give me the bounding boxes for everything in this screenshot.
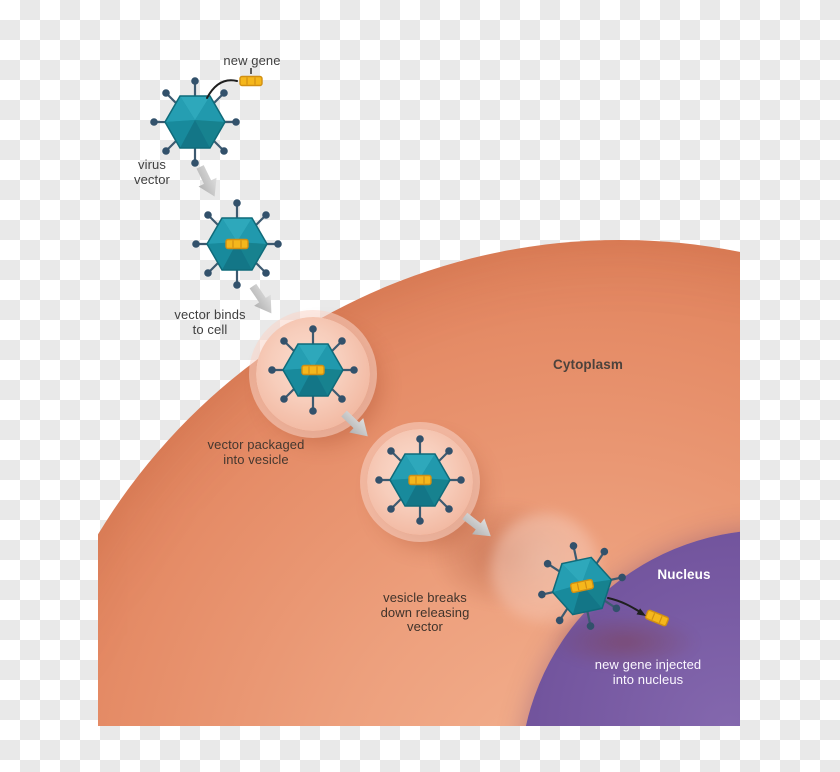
artboard: new gene virus vector vector binds to ce… (98, 8, 740, 726)
label-line: new gene injected (594, 657, 702, 672)
label-virus-vector: virus vector (102, 157, 202, 187)
gene-injection-arrow-icon (607, 597, 646, 616)
label-line: Cytoplasm (553, 357, 623, 372)
label-nucleus: Nucleus (634, 567, 734, 583)
label-line: Nucleus (657, 567, 711, 582)
label-cytoplasm: Cytoplasm (528, 357, 648, 373)
label-line: new gene (223, 53, 281, 68)
label-line: virus (138, 157, 166, 172)
label-gene-injected: new gene injected into nucleus (573, 657, 723, 687)
virus-vector-icon-binding (267, 324, 359, 416)
label-line: vector binds (174, 307, 246, 322)
label-line: into vesicle (223, 451, 289, 467)
virus-vector-icon-with-gene (191, 198, 283, 290)
label-line: down releasing (380, 604, 470, 620)
label-line: vector (133, 171, 170, 187)
label-line: vector (406, 619, 443, 634)
label-line: vesicle breaks (383, 590, 467, 605)
label-vector-packaged: vector packaged into vesicle (181, 437, 331, 467)
label-line: to cell (192, 321, 228, 337)
label-line: into nucleus (612, 671, 684, 687)
label-line: vector packaged (207, 437, 305, 452)
virus-vector-icon-in-vesicle (374, 434, 466, 526)
label-vesicle-breaks: vesicle breaks down releasing vector (350, 590, 500, 635)
label-new-gene: new gene (202, 53, 302, 69)
gene-insertion-line-icon (206, 68, 252, 99)
virus-shadow (550, 614, 700, 670)
label-vector-binds: vector binds to cell (160, 307, 260, 337)
